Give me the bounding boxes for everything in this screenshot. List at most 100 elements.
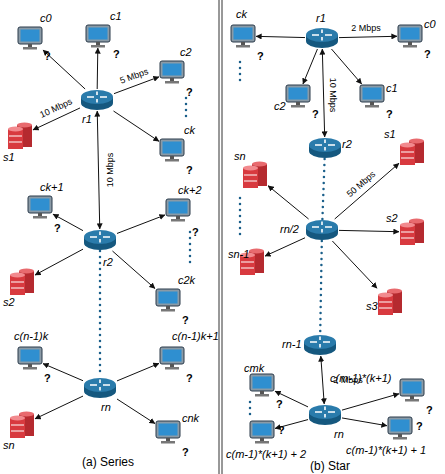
router-symbol: [303, 334, 337, 356]
client-computer: c(m-1)*(k+1) + 2?: [249, 420, 275, 444]
server-symbol: [399, 138, 425, 166]
ellipsis-dots: [189, 232, 192, 266]
node-label: s1: [3, 151, 15, 163]
client-computer: c(m-1)*(k+1) + 1?: [387, 416, 413, 440]
router-icon: r1: [80, 89, 114, 111]
router-icon: rn/2: [305, 219, 339, 241]
client-computer: c2?: [159, 60, 185, 84]
ellipsis-dots: [239, 198, 242, 240]
network-link: [332, 241, 377, 288]
router-icon: r1: [305, 27, 339, 49]
node-label: s2: [3, 296, 15, 308]
server-icon: s2: [9, 268, 35, 296]
computer-symbol: [159, 138, 185, 162]
question-mark: ?: [278, 424, 285, 436]
router-symbol: [305, 27, 339, 49]
question-mark: ?: [257, 50, 264, 62]
client-computer: c0?: [17, 26, 43, 50]
question-mark: ?: [186, 372, 193, 384]
network-link: [97, 48, 99, 89]
client-computer: c1?: [359, 84, 385, 108]
server-icon: sn: [9, 411, 35, 439]
node-label: cmk: [244, 362, 264, 374]
computer-symbol: [249, 373, 275, 397]
node-label: rn/2: [280, 223, 299, 235]
client-computer: ck+2?: [165, 198, 191, 222]
router-symbol: [80, 89, 114, 111]
router-symbol: [83, 377, 117, 399]
bandwidth-label: 10 Mbps: [38, 96, 74, 120]
node-label: c1: [386, 82, 398, 94]
client-computer: c2?: [285, 84, 311, 108]
node-label: r1: [82, 113, 92, 125]
server-icon: s1: [399, 138, 425, 166]
server-icon: s2: [399, 218, 425, 246]
node-label: c2k: [178, 274, 195, 286]
network-link: [342, 394, 399, 410]
node-label: c(n-1)k: [14, 330, 48, 342]
node-label: r2: [103, 256, 113, 268]
router-icon: r2: [83, 229, 117, 251]
network-link: [112, 251, 155, 289]
node-label: rn-1: [282, 338, 302, 350]
node-label: sn: [3, 439, 15, 451]
node-label: rn: [101, 401, 111, 413]
network-link: [97, 111, 100, 229]
client-computer: c2k?: [155, 288, 181, 312]
node-label: c(m-1)*(k+1) + 2: [226, 448, 306, 460]
network-link: [117, 399, 155, 424]
network-link: [339, 230, 399, 231]
dotted-link: [322, 159, 324, 219]
network-link: [321, 356, 324, 404]
dotted-link: [99, 251, 102, 377]
node-label: s1: [384, 128, 396, 140]
node-label: ck+1: [40, 181, 64, 193]
question-mark: ?: [182, 446, 189, 458]
computer-symbol: [359, 84, 385, 108]
dotted-link: [320, 241, 322, 334]
server-symbol: [399, 218, 425, 246]
router-icon: rn: [83, 377, 117, 399]
node-label: sn: [234, 150, 246, 162]
computer-symbol: [17, 26, 43, 50]
network-link: [335, 163, 399, 219]
network-link: [43, 50, 85, 89]
server-icon: sn: [242, 161, 268, 189]
client-computer: ck?: [230, 24, 256, 48]
server-symbol: [9, 411, 35, 439]
client-computer: c1?: [85, 24, 111, 48]
ellipsis-dots: [239, 62, 242, 86]
client-computer: c(n-1)k+1?: [159, 346, 185, 370]
question-mark: ?: [426, 404, 433, 416]
router-symbol: [308, 404, 342, 426]
node-label: c2: [180, 46, 192, 58]
node-label: c2: [274, 100, 286, 112]
computer-symbol: [17, 346, 43, 370]
network-link: [339, 36, 397, 37]
router-icon: rn-1: [303, 334, 337, 356]
node-label: ck: [184, 124, 195, 136]
bandwidth-label: 5 Mbps: [118, 66, 149, 85]
question-mark: ?: [186, 164, 193, 176]
question-mark: ?: [186, 86, 193, 98]
question-mark: ?: [424, 48, 431, 60]
computer-symbol: [85, 24, 111, 48]
client-computer: cnk?: [155, 420, 181, 444]
bandwidth-label: 10 Mbps: [328, 78, 338, 113]
question-mark: ?: [44, 50, 51, 62]
network-link: [268, 186, 309, 219]
node-label: c0: [424, 18, 436, 30]
network-link: [114, 111, 160, 141]
server-icon: s3: [377, 288, 403, 316]
computer-symbol: [399, 378, 425, 402]
computer-symbol: [387, 416, 413, 440]
client-computer: cmk?: [249, 373, 275, 397]
node-label: s3: [366, 300, 378, 312]
network-link: [342, 418, 387, 426]
question-mark: ?: [386, 108, 393, 120]
network-link: [117, 363, 159, 381]
server-icon: sn-1: [239, 248, 265, 276]
